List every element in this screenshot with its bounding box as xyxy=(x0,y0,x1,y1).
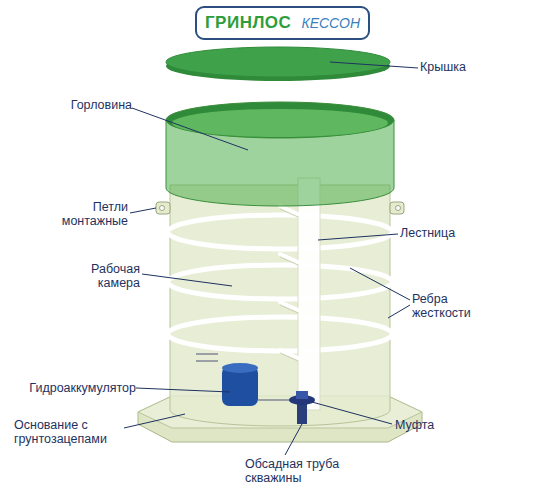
ladder-rungs xyxy=(280,206,298,358)
part-label: Петли монтажные xyxy=(50,200,128,228)
part-label: Рабочая камера xyxy=(60,262,140,290)
product-name: КЕССОН xyxy=(301,15,360,31)
part-label: Гидроаккумулятор xyxy=(20,381,136,395)
coupling-head xyxy=(296,391,308,399)
lid xyxy=(166,47,390,77)
casing-pipe xyxy=(297,402,307,424)
ladder-rung-shadow xyxy=(280,209,298,361)
leader-lines xyxy=(124,62,418,455)
part-label: Основание с грунтозацепами xyxy=(14,418,122,446)
part-label: Лестница xyxy=(400,226,490,240)
loop-hole xyxy=(160,206,165,211)
part-label: Обсадная труба скважины xyxy=(245,457,345,485)
stiffening-rib xyxy=(168,317,392,351)
accumulator-top xyxy=(222,363,258,373)
part-label: Муфта xyxy=(395,418,475,432)
ladder xyxy=(298,178,320,410)
part-label: Горловина xyxy=(40,98,132,112)
brand-badge: ГРИНЛОС КЕССОН xyxy=(195,6,370,40)
brand-name: ГРИНЛОС xyxy=(205,13,291,33)
neck-inner xyxy=(172,109,388,137)
lifting-loop xyxy=(156,202,170,214)
part-label: Крышка xyxy=(420,60,510,74)
lifting-loop xyxy=(390,202,404,214)
part-label: Ребра жесткости xyxy=(412,292,492,320)
loop-hole xyxy=(396,206,401,211)
stiffening-rib xyxy=(168,215,392,249)
